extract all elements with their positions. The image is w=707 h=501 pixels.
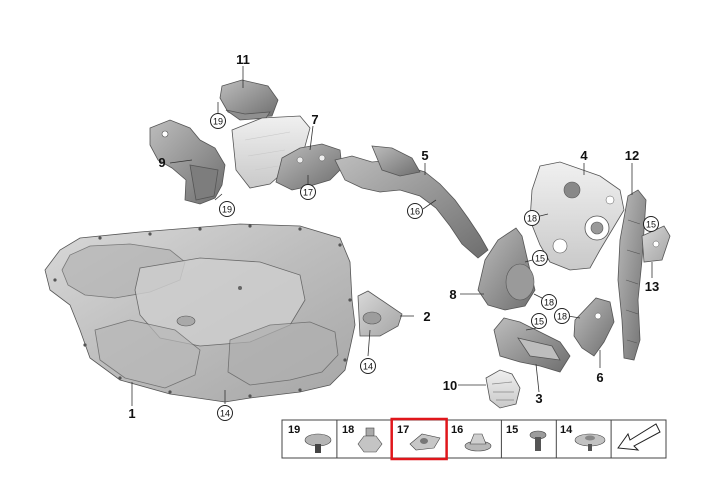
underbody-panel-part-1[interactable] [44,223,356,403]
circle-callout-18c: 18 [554,308,570,324]
circle-callout-14b: 14 [217,405,233,421]
circle-callout-15c: 15 [531,313,547,329]
svg-text:15: 15 [646,220,656,230]
circle-callout-17: 17 [300,184,316,200]
circle-callout-15b: 15 [532,250,548,266]
fastener-legend: 19 18 17 16 [281,417,667,461]
circle-callout-19b: 19 [219,201,235,217]
svg-text:17: 17 [303,188,313,198]
bracket-part-9[interactable] [149,119,226,205]
bracket-part-7[interactable] [275,143,343,191]
legend-cell-15[interactable]: 15 [506,424,547,451]
circle-callout-14a: 14 [360,358,376,374]
vertical-strip-part-12[interactable] [617,189,647,361]
legend-cell-18[interactable]: 18 [342,424,383,453]
svg-text:14: 14 [560,424,573,436]
callout-2: 2 [423,309,430,324]
svg-text:16: 16 [451,424,463,436]
bracket-part-8[interactable] [477,227,536,311]
circle-callout-19a: 19 [210,113,226,129]
svg-text:18: 18 [557,312,567,322]
bracket-plate-part-4[interactable] [529,161,625,271]
callout-9: 9 [158,155,165,170]
circle-callout-16: 16 [407,203,423,219]
callout-8: 8 [449,287,456,302]
hex-nut-icon [357,427,383,453]
legend-cell-14[interactable]: 14 [560,424,606,451]
callout-4: 4 [580,148,588,163]
expanding-rivet-icon [529,430,547,451]
clip-nut-icon [409,433,441,451]
svg-text:18: 18 [527,214,537,224]
svg-text:14: 14 [363,362,373,372]
arrow-icon [617,423,661,451]
svg-text:14: 14 [220,409,230,419]
circle-callout-15a: 15 [643,216,659,232]
callout-6: 6 [596,370,603,385]
svg-text:15: 15 [535,254,545,264]
legend-cell-16[interactable]: 16 [451,424,492,452]
callout-11: 11 [236,52,250,67]
small-bracket-part-13[interactable] [641,225,671,263]
callout-10: 10 [443,378,457,393]
push-rivet-icon [304,433,332,453]
clip-set-part-10[interactable] [485,369,521,409]
legend-cell-17[interactable]: 17 [397,424,441,451]
triangular-plate-part-2[interactable] [357,290,403,337]
legend-cell-19[interactable]: 19 [288,424,332,453]
callout-7: 7 [311,112,318,127]
callout-5: 5 [421,148,428,163]
svg-text:19: 19 [222,205,232,215]
svg-text:16: 16 [410,207,420,217]
bracket-part-3[interactable] [493,317,571,373]
svg-text:19: 19 [213,117,223,127]
circle-callout-18b: 18 [541,294,557,310]
top-cover-part-11[interactable] [219,79,279,121]
callout-12: 12 [625,148,639,163]
callout-1: 1 [128,406,135,421]
washer-screw-icon [574,433,606,451]
svg-text:18: 18 [544,298,554,308]
part-callouts: 11 9 7 5 4 12 13 8 2 6 3 10 1 [128,52,659,421]
svg-text:15: 15 [506,424,518,436]
svg-text:19: 19 [288,424,300,436]
bracket-part-6[interactable] [573,297,615,357]
callout-3: 3 [535,391,542,406]
circle-callout-18a: 18 [524,210,540,226]
legend-cell-arrow[interactable] [617,423,661,451]
selected-fastener-highlight [390,417,448,461]
svg-text:18: 18 [342,424,354,436]
fastener-callouts: 19 19 17 16 18 15 15 18 15 18 14 14 [210,113,659,421]
strut-part-5[interactable] [334,145,489,259]
flange-nut-icon [464,433,492,452]
callout-13: 13 [645,279,659,294]
svg-text:17: 17 [397,424,409,436]
svg-text:15: 15 [534,317,544,327]
